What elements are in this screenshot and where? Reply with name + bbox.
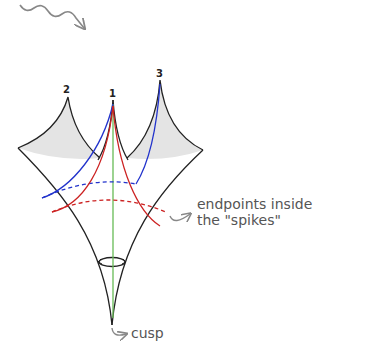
blue-geodesic [42, 104, 113, 198]
spike-number: 1 [109, 88, 116, 100]
squiggle-arrow [20, 5, 84, 28]
spike-number: 3 [156, 68, 163, 80]
red-geodesic [113, 106, 160, 226]
right-horn-fill [127, 80, 203, 159]
blue-geodesic [136, 84, 160, 184]
surface-outline [18, 80, 203, 325]
leader-arrow [112, 328, 126, 335]
green-geodesic [112, 104, 113, 318]
annotation: endpoints inside the "spikes" [197, 196, 329, 228]
spike-number: 2 [63, 84, 70, 96]
left-horn-fill [18, 97, 100, 159]
leader-arrow [170, 214, 190, 221]
annotation: cusp [131, 325, 164, 341]
red-dashed-arc [52, 200, 166, 212]
horizon-tick [98, 259, 102, 264]
horizon-tick [122, 259, 126, 264]
red-geodesic [52, 106, 113, 212]
